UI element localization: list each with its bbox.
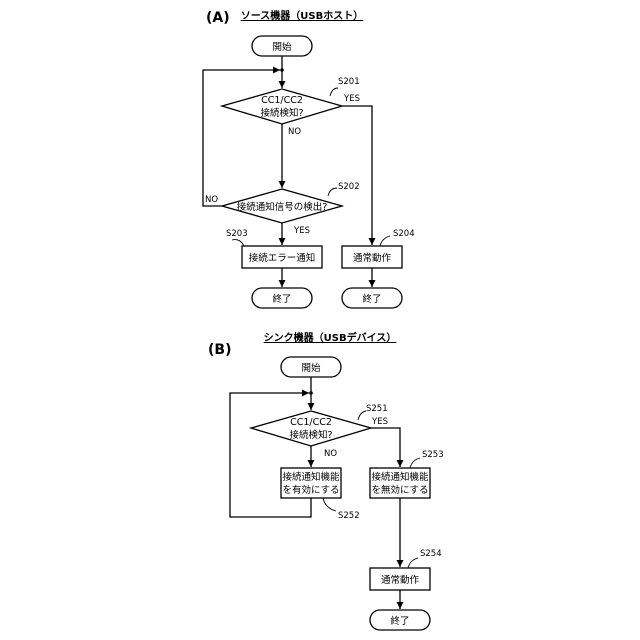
section-b-title: シンク機器（USBデバイス） [264,331,397,344]
s203-id-leader [232,240,244,246]
a-end-left-label: 終了 [272,293,291,305]
s253-id-leader [410,458,420,468]
s202-no-label: NO [205,195,218,205]
s251-line2: 接続検知? [289,429,332,441]
section-a-title: ソース機器（USBホスト） [241,9,363,22]
s252-id: S252 [338,511,360,521]
s204-id-leader [380,236,390,246]
s201-line1: CC1/CC2 [261,95,303,106]
s254-text: 通常動作 [381,574,420,586]
section-b-letter: (B) [208,342,231,358]
s253-id: S253 [422,450,444,460]
s202-yes-label: YES [293,226,310,236]
s203-id: S203 [226,229,248,239]
s251-id: S251 [366,404,388,414]
a-merge-dot [280,68,284,72]
section-a: (A) ソース機器（USBホスト） 開始 CC1/CC2 接続検知? S201 … [203,9,415,308]
s201-yes-label: YES [343,94,360,104]
s204-id: S204 [393,229,415,239]
s201-no-label: NO [288,127,301,137]
s201-id: S201 [338,77,360,87]
s202-id: S202 [338,182,360,192]
s253-line2: を無効にする [371,484,428,496]
a-edge-s201-s204 [342,106,372,245]
s251-yes-label: YES [371,417,388,427]
s251-no-label: NO [324,449,337,459]
a-start-label: 開始 [272,41,292,53]
b-merge-dot [309,391,313,395]
a-edge-s202-loop [203,70,280,206]
s204-text: 通常動作 [353,252,392,264]
s251-line1: CC1/CC2 [290,417,332,428]
s201-id-leader [330,88,338,96]
s254-id: S254 [420,549,442,559]
s201-line2: 接続検知? [260,107,303,119]
s254-id-leader [408,558,418,568]
s252-line2: を有効にする [282,484,339,496]
s252-line1: 接続通知機能 [282,471,340,483]
b-start-label: 開始 [301,362,321,374]
b-edge-s251-s253 [371,428,400,467]
section-a-letter: (A) [206,10,230,26]
section-b: (B) シンク機器（USBデバイス） 開始 CC1/CC2 接続検知? S251… [208,331,444,630]
s202-id-leader [328,188,337,196]
s252-id-leader [323,498,336,511]
s202-text: 接続通知信号の検出? [237,201,328,213]
s251-id-leader [358,411,366,420]
s253-line1: 接続通知機能 [371,471,429,483]
s203-text: 接続エラー通知 [249,252,316,264]
a-end-right-label: 終了 [362,293,381,305]
b-end-label: 終了 [390,615,409,627]
